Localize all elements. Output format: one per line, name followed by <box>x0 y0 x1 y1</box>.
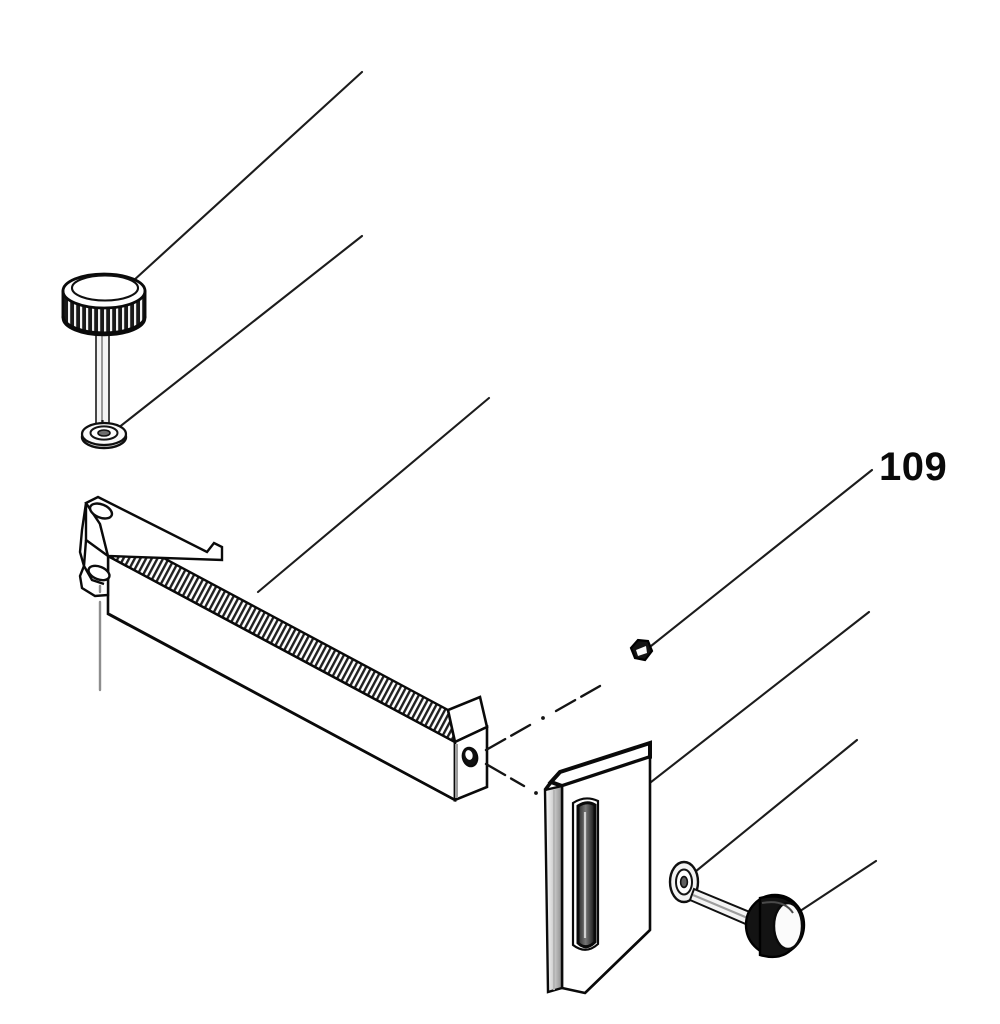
knob-lower-face <box>772 901 804 951</box>
leader-lines <box>111 70 878 921</box>
part-number-callout-109: 109 <box>879 445 948 489</box>
flat-washer-lower <box>668 860 700 904</box>
support-arm <box>78 495 489 803</box>
leader-line-lower-washer <box>688 738 859 878</box>
centerline-to-nut <box>484 723 532 752</box>
hex-nut <box>629 638 654 662</box>
leader-line-upper-knob <box>131 70 364 283</box>
clevis-hole-lower <box>87 564 111 582</box>
leader-line-upper-washer <box>111 234 364 434</box>
centerline-to-bracket <box>484 762 526 788</box>
leader-line-lower-knob <box>786 859 878 921</box>
bracket-top-lip <box>543 770 562 792</box>
flat-washer-upper <box>80 421 128 450</box>
knob-upper-cap-inner <box>70 274 140 302</box>
knurled-knob-upper <box>61 272 147 448</box>
leader-line-bracket <box>626 610 871 802</box>
leader-line-hex-nut <box>644 468 874 652</box>
leader-line-support-arm <box>256 396 491 594</box>
clevis-hole-upper <box>88 502 114 520</box>
arm-upper-flange <box>84 495 224 562</box>
mounting-bracket <box>543 740 652 995</box>
knurled-knob-lower <box>688 887 806 959</box>
knob-upper-rim <box>61 315 147 335</box>
bracket-slot <box>576 801 597 949</box>
